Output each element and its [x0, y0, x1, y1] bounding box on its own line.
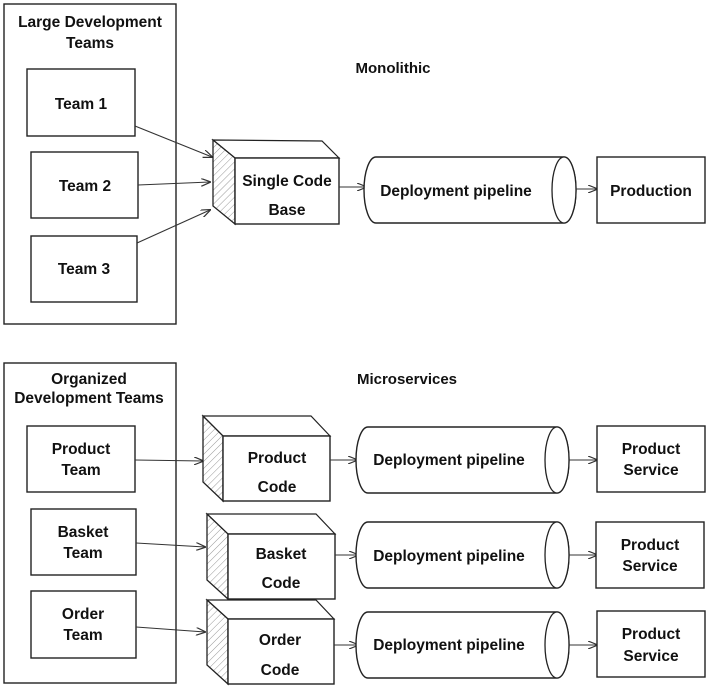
order-team-line1: Order — [62, 606, 104, 623]
product-service-box-2: Product Service — [595, 521, 705, 589]
basket-team-line1: Basket — [58, 524, 109, 541]
basket-pipeline-label: Deployment pipeline — [373, 548, 525, 565]
arrow-team2-to-codebase — [137, 182, 210, 185]
basket-code-line2: Code — [262, 575, 301, 592]
order-code-line2: Code — [261, 662, 300, 679]
order-code-line1: Order — [259, 632, 301, 649]
large-teams-title-line2: Teams — [66, 35, 114, 52]
product-code-cube: Product Code — [201, 414, 332, 503]
order-deployment-pipeline: Deployment pipeline — [355, 611, 570, 679]
product-code-line2: Code — [258, 479, 297, 496]
basket-code-line1: Basket — [256, 546, 307, 563]
service-1-line1: Product — [622, 441, 681, 458]
organized-teams-title-line2: Development Teams — [14, 390, 164, 407]
service-2-line1: Product — [621, 537, 680, 554]
order-code-cube: Order Code — [205, 598, 336, 686]
arrow-basket-team-to-code — [135, 542, 205, 547]
service-1-line2: Service — [623, 462, 679, 479]
team-1-label: Team 1 — [55, 96, 108, 113]
product-pipeline-label: Deployment pipeline — [373, 452, 525, 469]
basket-code-cube: Basket Code — [205, 512, 337, 601]
organized-teams-title-line1: Organized — [51, 371, 127, 388]
product-team-line2: Team — [61, 462, 100, 479]
basket-deployment-pipeline: Deployment pipeline — [355, 521, 570, 589]
single-code-base-cube: Single Code Base — [211, 138, 341, 226]
service-3-line1: Product — [622, 626, 681, 643]
team-3-box: Team 3 — [30, 235, 138, 303]
arrow-order-team-to-code — [135, 626, 205, 632]
product-service-box-1: Product Service — [596, 425, 706, 493]
order-pipeline-label: Deployment pipeline — [373, 637, 525, 654]
single-code-base-line2: Base — [268, 202, 305, 219]
team-2-label: Team 2 — [59, 178, 111, 195]
production-box: Production — [596, 156, 706, 224]
arrow-product-team-to-code — [134, 460, 203, 461]
order-team-line2: Team — [63, 627, 102, 644]
product-team-line1: Product — [52, 441, 111, 458]
production-label: Production — [610, 183, 692, 200]
large-teams-title-line1: Large Development — [18, 14, 162, 31]
monolithic-section-title: Monolithic — [356, 60, 431, 77]
single-code-base-line1: Single Code — [242, 173, 332, 190]
order-team-box: Order Team — [30, 590, 137, 659]
product-team-box: Product Team — [26, 425, 136, 493]
team-2-box: Team 2 — [30, 151, 139, 219]
mono-pipeline-label: Deployment pipeline — [380, 183, 532, 200]
product-service-box-3: Product Service — [596, 610, 706, 678]
basket-team-line2: Team — [63, 545, 102, 562]
product-code-line1: Product — [248, 450, 307, 467]
microservices-section-title: Microservices — [357, 371, 457, 388]
product-deployment-pipeline: Deployment pipeline — [355, 426, 570, 494]
arrow-team3-to-codebase — [136, 210, 210, 244]
team-3-label: Team 3 — [58, 261, 111, 278]
team-1-box: Team 1 — [26, 68, 136, 137]
service-3-line2: Service — [623, 648, 679, 665]
service-2-line2: Service — [622, 558, 678, 575]
mono-deployment-pipeline: Deployment pipeline — [363, 156, 577, 224]
arrow-team1-to-codebase — [134, 125, 212, 157]
basket-team-box: Basket Team — [30, 508, 137, 576]
